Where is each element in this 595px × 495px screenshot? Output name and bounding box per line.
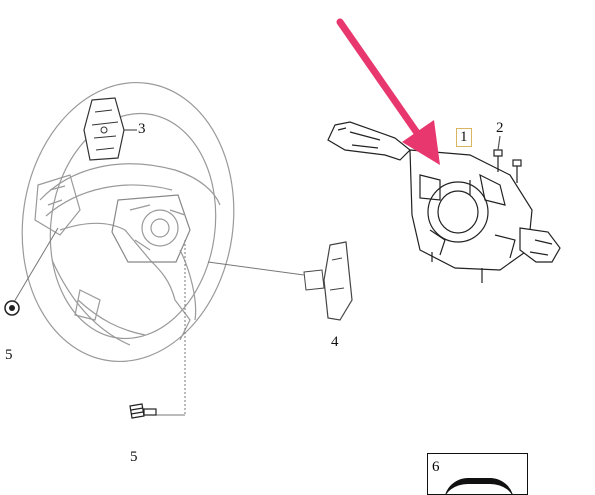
paddle-shifter-lower bbox=[207, 241, 353, 321]
steering-wheel bbox=[21, 81, 235, 363]
callout-3: 3 bbox=[138, 121, 146, 137]
screws bbox=[493, 135, 522, 183]
callout-2: 2 bbox=[496, 120, 504, 136]
bolt-left bbox=[4, 300, 20, 316]
leader-lines bbox=[13, 227, 186, 416]
bolt-bottom bbox=[129, 403, 157, 419]
callout-5-bottom: 5 bbox=[130, 449, 138, 465]
callout-5-left: 5 bbox=[5, 347, 13, 363]
callout-4: 4 bbox=[331, 334, 339, 350]
paddle-shifter-upper bbox=[83, 97, 137, 161]
callout-1: 1 bbox=[456, 128, 472, 147]
reference-panel: 6 bbox=[427, 453, 528, 495]
pointer-arrow bbox=[336, 18, 440, 165]
callout-6: 6 bbox=[432, 459, 440, 475]
reference-panel-graphic bbox=[444, 478, 514, 494]
steering-column-switch bbox=[327, 121, 561, 283]
